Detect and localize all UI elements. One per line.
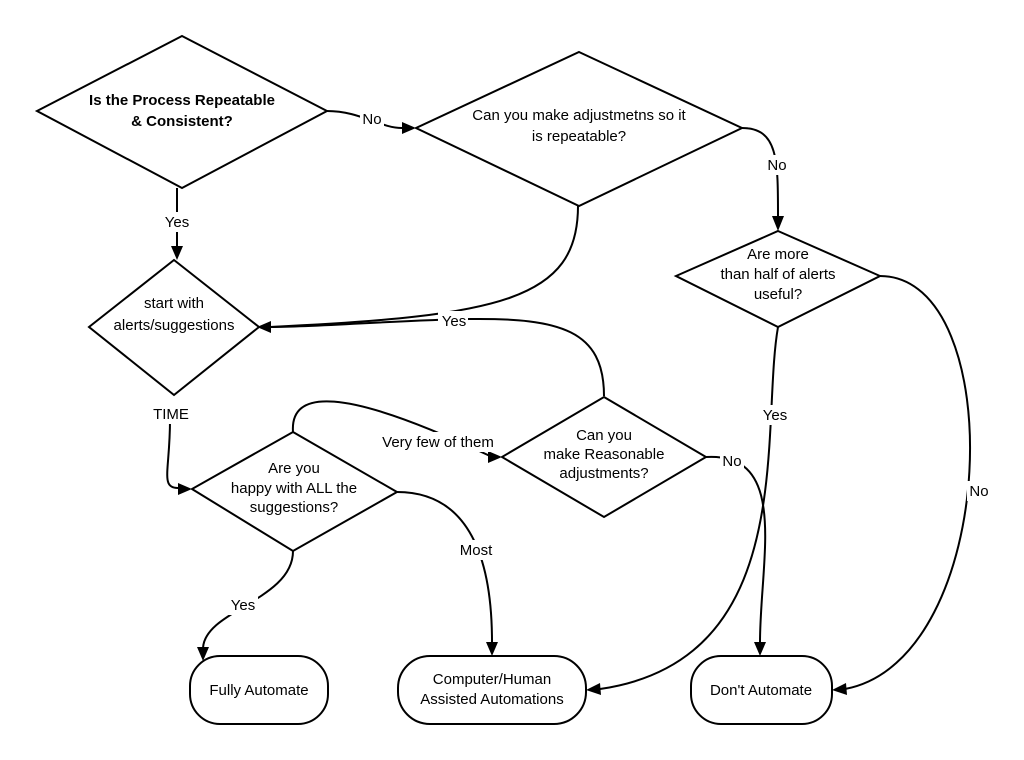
arrowhead bbox=[197, 647, 209, 661]
arrowhead bbox=[178, 483, 192, 495]
edge-label-adjustments-no: No bbox=[767, 157, 786, 174]
edge-label-happy-most: Most bbox=[460, 542, 493, 559]
edge-label-half-yes: Yes bbox=[763, 407, 787, 424]
arrowhead bbox=[832, 683, 847, 695]
node-label: Can you make adjustmetns so it bbox=[472, 107, 686, 124]
diamond-shape bbox=[190, 430, 400, 553]
terminal-shape bbox=[690, 655, 833, 725]
terminal-shape bbox=[397, 655, 587, 725]
diamond-shape bbox=[34, 34, 330, 190]
diamond-shape bbox=[500, 395, 708, 519]
edge-adjustments-no bbox=[741, 127, 779, 217]
arrowhead bbox=[772, 216, 784, 231]
decision-happy: Are you happy with ALL the suggestions? bbox=[190, 430, 400, 553]
arrowhead bbox=[754, 642, 766, 656]
node-label: Are you bbox=[268, 460, 320, 477]
decision-start-with: start with alerts/suggestions bbox=[87, 258, 261, 397]
edge-happy-most bbox=[396, 491, 493, 643]
node-label: Don't Automate bbox=[710, 682, 812, 699]
edge-label-start-time: TIME bbox=[153, 406, 189, 423]
node-label: make Reasonable bbox=[544, 446, 665, 463]
node-label: Fully Automate bbox=[209, 682, 308, 699]
edge-label-happy-very-few: Very few of them bbox=[382, 434, 494, 451]
edge-adjustments-yes bbox=[269, 205, 579, 328]
connectors bbox=[166, 110, 972, 695]
arrowhead bbox=[486, 642, 498, 656]
edge-label-reasonable-no: No bbox=[722, 453, 741, 470]
edge-label-repeatable-yes: Yes bbox=[165, 214, 189, 231]
edge-label-repeatable-no: No bbox=[362, 111, 381, 128]
arrowhead bbox=[586, 683, 601, 695]
terminal-dont-automate: Don't Automate bbox=[690, 655, 833, 725]
node-label: than half of alerts bbox=[720, 266, 835, 283]
terminal-fully-automate: Fully Automate bbox=[189, 655, 329, 725]
node-label: Computer/Human bbox=[433, 671, 551, 688]
diamond-shape bbox=[87, 258, 261, 397]
edge-labels: No Yes No Yes Yes No TIME Very few of th… bbox=[148, 109, 991, 615]
terminal-shape bbox=[189, 655, 329, 725]
arrowhead bbox=[488, 451, 502, 463]
decision-adjustments: Can you make adjustmetns so it is repeat… bbox=[413, 50, 745, 208]
decision-repeatable: Is the Process Repeatable & Consistent? bbox=[34, 34, 330, 190]
edge-start-time bbox=[166, 419, 179, 489]
edge-reasonable-yes bbox=[269, 317, 605, 397]
node-label: start with bbox=[144, 295, 204, 312]
node-label: Can you bbox=[576, 427, 632, 444]
edge-half-yes bbox=[599, 326, 779, 690]
node-label: suggestions? bbox=[250, 499, 338, 516]
arrowhead bbox=[402, 122, 416, 134]
diamond-shape bbox=[673, 229, 883, 329]
edge-reasonable-no bbox=[705, 455, 767, 643]
edge-label-adjustments-yes: Yes bbox=[442, 313, 466, 330]
node-label: Are more bbox=[747, 246, 809, 263]
edge-label-half-no: No bbox=[969, 483, 988, 500]
edge-label-happy-yes: Yes bbox=[231, 597, 255, 614]
arrowhead bbox=[171, 246, 183, 260]
edge-half-no bbox=[844, 275, 972, 690]
node-label: Assisted Automations bbox=[420, 691, 563, 708]
arrowhead bbox=[257, 321, 271, 333]
node-label: useful? bbox=[754, 286, 802, 303]
node-label: adjustments? bbox=[559, 465, 648, 482]
decision-reasonable: Can you make Reasonable adjustments? bbox=[500, 395, 708, 519]
terminal-assisted: Computer/Human Assisted Automations bbox=[397, 655, 587, 725]
node-label: Is the Process Repeatable bbox=[89, 92, 275, 109]
node-label: happy with ALL the bbox=[231, 480, 357, 497]
node-label: is repeatable? bbox=[532, 128, 626, 145]
node-label: alerts/suggestions bbox=[114, 317, 235, 334]
node-label: & Consistent? bbox=[131, 113, 233, 130]
decision-half-alerts: Are more than half of alerts useful? bbox=[673, 229, 883, 329]
diamond-shape bbox=[413, 50, 745, 208]
